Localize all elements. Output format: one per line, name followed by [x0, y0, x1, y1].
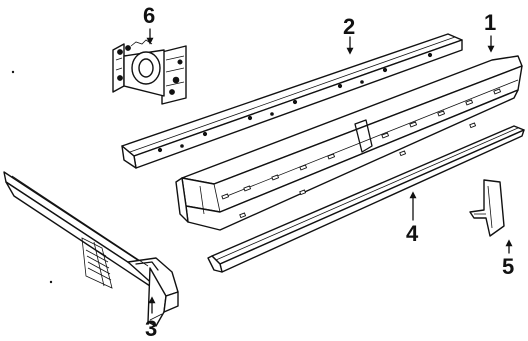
- callout-2: 2: [343, 14, 355, 39]
- part-1-slots: [221, 88, 502, 219]
- part-2-bolt-holes: [157, 52, 433, 153]
- part-3-grille: [81, 237, 113, 289]
- callout-4: 4: [406, 221, 419, 246]
- callout-5: 5: [502, 254, 514, 279]
- part-6-bracket: [112, 39, 187, 105]
- part-4-impact-strip: [207, 125, 525, 273]
- part-3-end-extension: [3, 171, 179, 327]
- callout-6: 6: [143, 3, 155, 28]
- leader-lines: [146, 28, 513, 314]
- part-1-face-bar: [175, 55, 523, 231]
- part-5-end-guard: [469, 179, 505, 237]
- callout-3: 3: [145, 316, 157, 341]
- part-2-reinforcement: [121, 33, 463, 169]
- callout-1: 1: [484, 10, 496, 35]
